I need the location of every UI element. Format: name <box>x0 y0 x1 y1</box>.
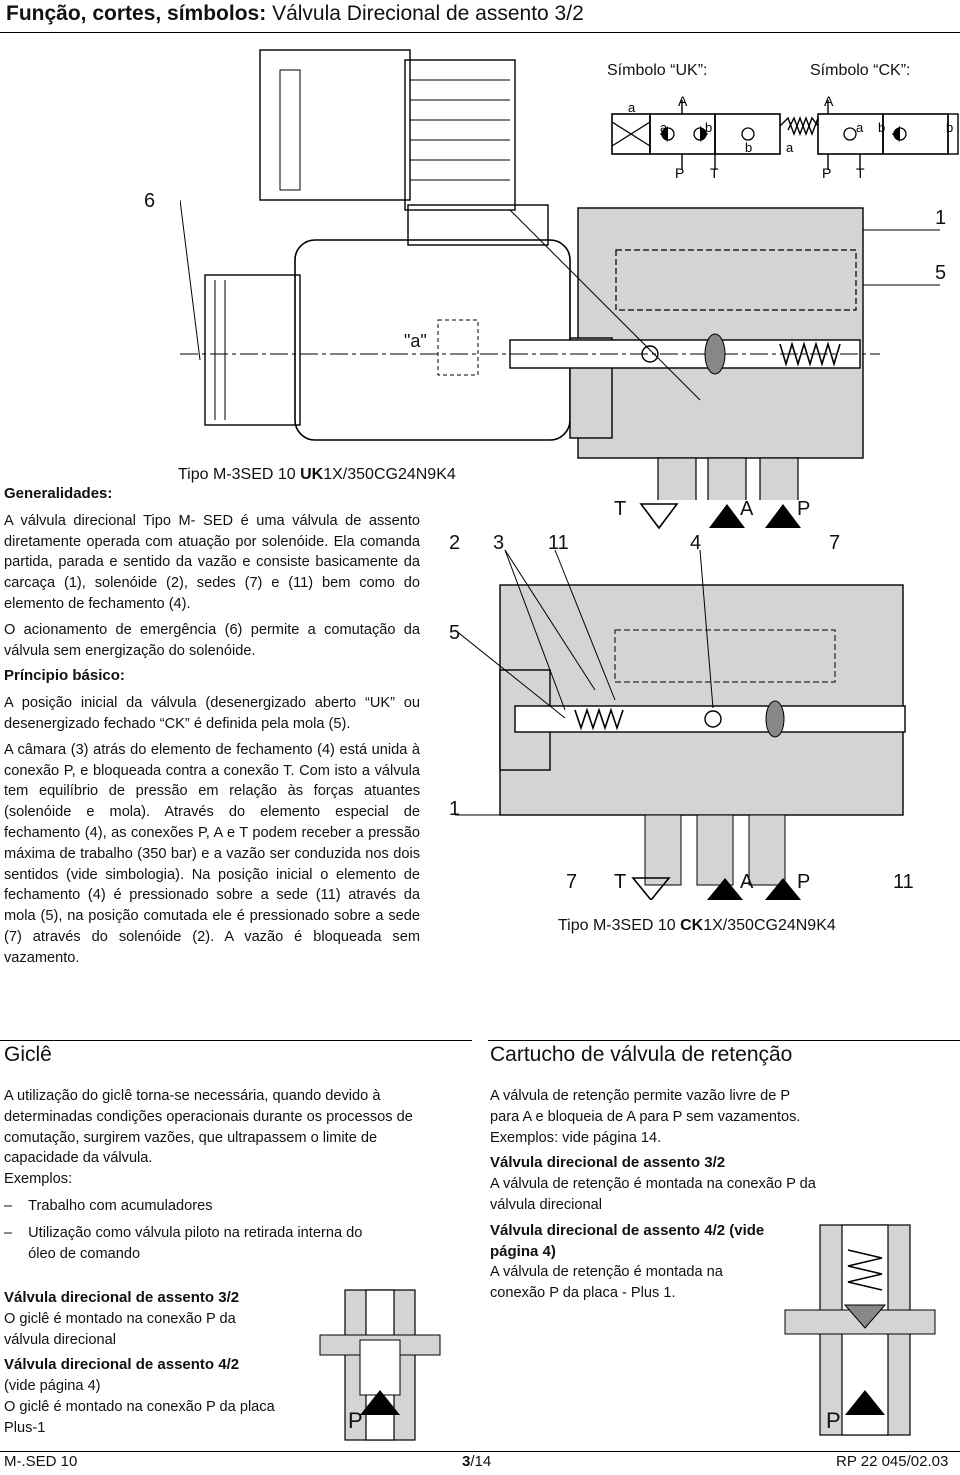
giclee-h32: Válvula direcional de assento 3/2 <box>4 1289 240 1306</box>
giclee-h42: Válvula direcional de assento 4/2 <box>4 1356 240 1374</box>
retencao-t32: A válvula de retenção é montada na conex… <box>490 1176 816 1213</box>
bottom-port-A-top: A <box>740 498 754 520</box>
retencao-heading: Cartucho de válvula de retenção <box>490 1043 793 1066</box>
bottom-caption-suffix: 1X/350CG24N9K4 <box>703 917 836 934</box>
bottom-port-T-bottom: T <box>614 871 627 893</box>
giclee-item-2: Utilização como válvula piloto na retira… <box>28 1224 363 1262</box>
bottom-label-3: 3 <box>493 532 505 554</box>
uk-symbol <box>611 100 819 170</box>
footer-left: M-.SED 10 <box>4 1453 78 1470</box>
top-caption-prefix: Tipo M-3SED 10 <box>178 466 301 483</box>
giclee-t32: O giclê é montado na conexão P da válvul… <box>4 1310 236 1348</box>
top-caption: Tipo M-3SED 10 UK1X/350CG24N9K4 <box>178 466 456 484</box>
principio-p1: A posição inicial da válvula (desenergiz… <box>4 695 420 732</box>
footer-page-bold: 3 <box>462 1453 471 1470</box>
bottom-caption-bold: CK <box>680 917 704 934</box>
title-normal: Válvula Direcional de assento 3/2 <box>272 2 584 25</box>
retencao-rule <box>488 1040 960 1041</box>
ck-port-b: b <box>878 120 885 135</box>
bottom-label-5: 5 <box>449 622 461 644</box>
giclee-port-P: P <box>348 1408 363 1433</box>
uk-port-T: T <box>710 165 719 181</box>
ck-port-A: A <box>824 93 834 109</box>
top-caption-suffix: 1X/350CG24N9K4 <box>323 466 456 483</box>
bottom-label-4: 4 <box>690 532 702 554</box>
giclee-p1: A utilização do giclê torna-se necessári… <box>4 1088 413 1167</box>
bottom-port-P-bottom: P <box>797 871 811 893</box>
retencao-drawing <box>784 1224 936 1436</box>
title-bold: Função, cortes, símbolos: <box>6 2 267 25</box>
uk-port-A: A <box>678 93 688 109</box>
uk-port-b2: b <box>745 140 752 155</box>
footer-rule <box>0 1451 960 1452</box>
footer-page: 3/14 <box>462 1453 491 1470</box>
generalidades-heading: Generalidades: <box>4 485 113 502</box>
bottom-label-7b: 7 <box>566 871 578 893</box>
giclee-list-item: –Utilização como válvula piloto na retir… <box>4 1223 384 1265</box>
principio-p2: A câmara (3) atrás do elemento de fecham… <box>4 741 420 966</box>
ck-port-a: a <box>856 120 864 135</box>
giclee-t42b: O giclê é montado na conexão P da placa … <box>4 1398 275 1436</box>
generalidades-p2: O acionamento de emergência (6) permite … <box>4 621 420 659</box>
ck-port-P: P <box>822 165 831 181</box>
bottom-port-A-bottom: A <box>740 871 754 893</box>
uk-port-a: a <box>660 120 668 135</box>
bottom-port-P-top: P <box>797 498 811 520</box>
giclee-variants: Válvula direcional de assento 3/2 O gicl… <box>4 1288 304 1439</box>
bottom-port-T-top: T <box>614 498 627 520</box>
retencao-h32: Válvula direcional de assento 3/2 <box>490 1154 726 1172</box>
footer-right: RP 22 045/02.03 <box>836 1453 949 1470</box>
giclee-heading: Giclê <box>4 1043 52 1066</box>
symbol-uk-label: Símbolo “UK”: <box>607 62 708 79</box>
top-label-6: 6 <box>144 190 156 212</box>
retencao-section: A válvula de retenção permite vazão livr… <box>490 1086 820 1309</box>
bottom-cross-section <box>455 503 906 900</box>
bottom-label-7a: 7 <box>829 532 841 554</box>
giclee-t42a: (vide página 4) <box>4 1378 101 1395</box>
page-title: Função, cortes, símbolos: Válvula Direci… <box>6 2 584 26</box>
title-rule <box>0 32 960 33</box>
hydraulic-symbols: A a a b b P T A a a b b P T <box>611 93 959 181</box>
retencao-h42: Válvula direcional de assento 4/2 (vide … <box>490 1221 765 1260</box>
top-cross-section <box>180 49 940 500</box>
top-label-1: 1 <box>935 207 947 229</box>
giclee-drawing <box>319 1289 441 1441</box>
ck-port-b2: b <box>946 120 953 135</box>
bottom-label-2: 2 <box>449 532 461 554</box>
bottom-label-11a: 11 <box>548 532 569 554</box>
top-caption-bold: UK <box>300 466 324 483</box>
uk-port-a-left: a <box>628 100 636 115</box>
giclee-rule <box>0 1040 472 1041</box>
giclee-examples: Exemplos: <box>4 1171 73 1188</box>
giclee-item-1: Trabalho com acumuladores <box>28 1197 213 1214</box>
bottom-label-11b: 11 <box>893 871 914 893</box>
bottom-caption: Tipo M-3SED 10 CK1X/350CG24N9K4 <box>558 917 836 935</box>
generalidades-section: Generalidades: A válvula direcional Tipo… <box>4 484 420 974</box>
uk-port-P: P <box>675 165 684 181</box>
ck-symbol <box>787 100 959 170</box>
ck-port-T: T <box>856 165 865 181</box>
retencao-t42: A válvula de retenção é montada na conex… <box>490 1264 723 1302</box>
uk-port-b: b <box>705 120 712 135</box>
top-label-5: 5 <box>935 262 947 284</box>
giclee-section: A utilização do giclê torna-se necessári… <box>4 1086 434 1264</box>
generalidades-p1: A válvula direcional Tipo M- SED é uma v… <box>4 512 420 612</box>
principio-heading: Príncipio básico: <box>4 667 125 685</box>
retencao-p1: A válvula de retenção permite vazão livr… <box>490 1088 801 1125</box>
bottom-label-1: 1 <box>449 798 461 820</box>
retencao-port-P: P <box>826 1408 841 1433</box>
footer-page-rest: /14 <box>470 1453 492 1470</box>
ck-port-a-left: a <box>786 140 794 155</box>
symbol-ck-label: Símbolo “CK”: <box>810 62 911 79</box>
giclee-list-item: –Trabalho com acumuladores <box>4 1196 434 1217</box>
retencao-p2: Exemplos: vide página 14. <box>490 1129 662 1146</box>
bottom-caption-prefix: Tipo M-3SED 10 <box>558 917 681 934</box>
top-label-a: "a" <box>404 331 427 351</box>
